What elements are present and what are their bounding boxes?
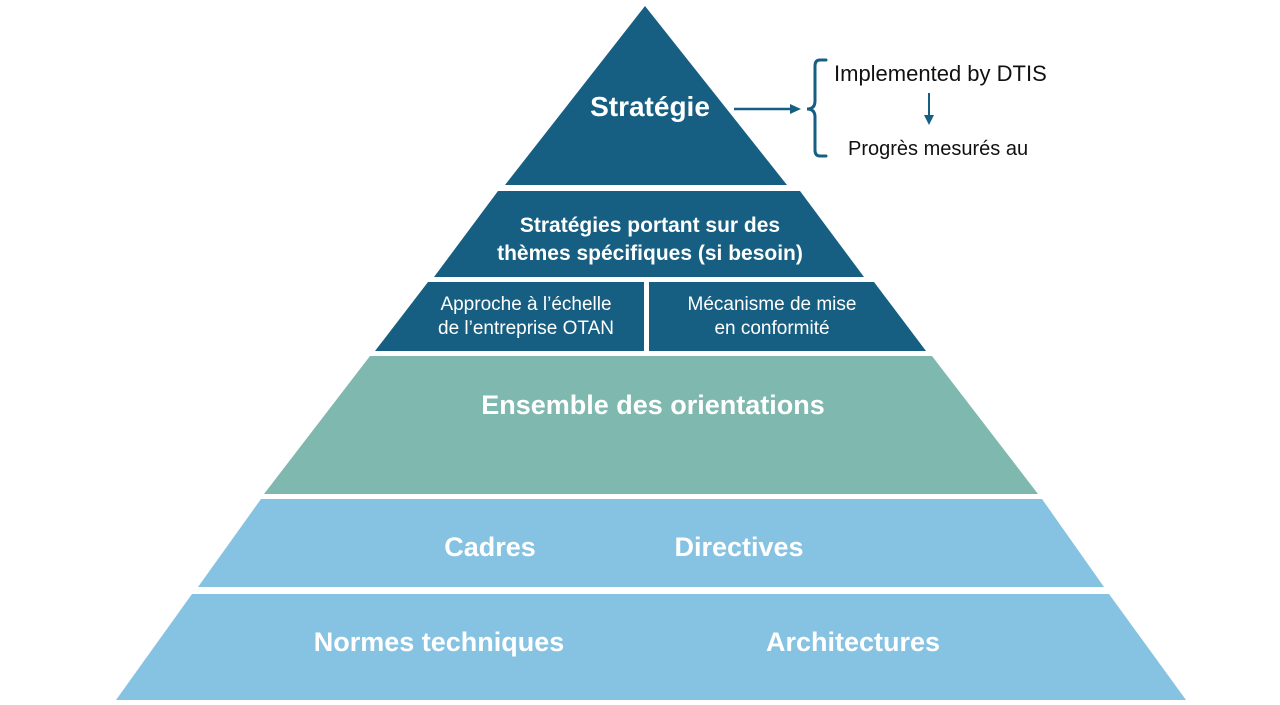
technical-standards-label: Normes techniques [314,627,565,657]
thematic-strategies-label-line1: Stratégies portant sur des [520,214,780,237]
frameworks-label: Cadres [444,532,536,562]
strategy-arrow [734,104,801,114]
annotation-bracket [806,58,828,158]
progress-text: Progrès mesurés au [848,138,1028,160]
tier-orientations [264,356,1038,494]
architectures-label: Architectures [766,627,940,657]
tier-standards-architectures [116,594,1186,700]
down-arrow-icon [924,93,934,125]
compliance-mechanism-label-line2: en conformité [714,318,829,339]
strategy-label: Stratégie [590,91,710,122]
implemented-by-text: Implemented by DTIS [834,61,1047,86]
tier-compliance-mechanism [649,282,926,351]
orientations-label: Ensemble des orientations [481,390,825,420]
tier-enterprise-approach [375,282,644,351]
tier-thematic-strategies [434,191,864,277]
thematic-strategies-label-line2: thèmes spécifiques (si besoin) [497,242,803,265]
enterprise-approach-label-line1: Approche à l’échelle [440,294,611,315]
tier-frameworks-directives [198,499,1104,587]
tier-strategy [505,6,787,185]
directives-label: Directives [674,532,803,562]
compliance-mechanism-label-line1: Mécanisme de mise [688,294,857,315]
enterprise-approach-label-line2: de l’entreprise OTAN [438,318,614,339]
